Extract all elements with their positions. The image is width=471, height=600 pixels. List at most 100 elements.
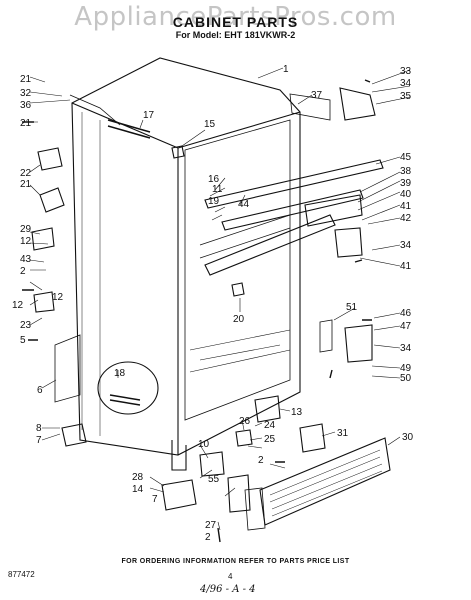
callout-40: 40 [400, 189, 412, 200]
callout-28: 28 [132, 472, 144, 483]
cabinet-liner-floor [189, 329, 291, 373]
motor-14 [161, 479, 197, 511]
bracket-29 [31, 227, 55, 251]
handwritten-note: 4/96 - A - 4 [200, 584, 256, 595]
callout-23: 23 [20, 320, 32, 331]
callout-45: 45 [400, 152, 412, 163]
callout-44: 44 [238, 199, 250, 210]
switch-12 [33, 291, 55, 313]
bracket-31 [299, 423, 326, 453]
callout-50: 50 [400, 373, 412, 384]
callout-16: 16 [208, 174, 220, 185]
callout-51: 51 [346, 302, 358, 313]
callout-22: 22 [20, 168, 32, 179]
callout-41a: 41 [400, 201, 412, 212]
callout-31: 31 [337, 428, 349, 439]
callout-1: 1 [283, 64, 289, 75]
callout-19: 19 [208, 196, 220, 207]
callout-32: 32 [20, 88, 32, 99]
callout-49: 49 [400, 363, 412, 374]
callout-55: 55 [208, 474, 220, 485]
callout-24: 24 [264, 420, 276, 431]
callout-6: 6 [37, 385, 43, 396]
callout-14: 14 [132, 484, 144, 495]
callout-38: 38 [400, 166, 412, 177]
rail-38 [221, 189, 364, 231]
callout-35: 35 [400, 91, 412, 102]
thermostat-knob [39, 187, 65, 213]
callout-34c: 34 [400, 343, 412, 354]
callout-10: 10 [198, 439, 210, 450]
rail-mullion [204, 214, 336, 276]
hinge-middle [334, 227, 363, 258]
bracket-27 [227, 474, 251, 513]
diagram-title: CABINET PARTS [172, 14, 299, 30]
callout-21b: 21 [20, 118, 32, 129]
callout-27: 27 [205, 520, 217, 531]
screws [22, 79, 372, 543]
inset-circle-18 [97, 361, 159, 415]
site-watermark: AppliancePartsPros.com [74, 2, 397, 32]
callout-12b: 12 [12, 300, 24, 311]
document-id: 877472 [8, 570, 35, 579]
callout-43: 43 [20, 254, 32, 265]
callout-30: 30 [402, 432, 414, 443]
callout-29: 29 [20, 224, 32, 235]
callout-13: 13 [291, 407, 303, 418]
callout-7a: 7 [36, 435, 42, 446]
callout-15: 15 [204, 119, 216, 130]
rail-45 [204, 159, 384, 209]
cabinet-top-edge [177, 111, 301, 149]
callout-41b: 41 [400, 261, 412, 272]
callout-17: 17 [143, 110, 155, 121]
damper-10 [199, 451, 225, 477]
callout-36: 36 [20, 100, 32, 111]
wire-harness-36 [69, 94, 121, 126]
callout-46: 46 [400, 308, 412, 319]
leader-lines [29, 67, 411, 531]
fuse-18 [109, 394, 141, 406]
hinge-plate-37 [289, 93, 331, 121]
callout-20: 20 [233, 314, 245, 325]
relay-8 [61, 423, 87, 447]
divider-40 [304, 194, 363, 227]
callout-47: 47 [400, 321, 412, 332]
knob-15 [171, 145, 185, 159]
callout-18: 18 [114, 368, 126, 379]
knob-20 [231, 282, 245, 297]
clip-26 [235, 429, 253, 447]
callout-7b: 7 [152, 494, 158, 505]
callout-2c: 2 [258, 455, 264, 466]
callout-21a: 21 [20, 74, 32, 85]
callout-11: 11 [212, 184, 223, 195]
callout-34b: 34 [400, 240, 412, 251]
callout-12c: 12 [52, 292, 64, 303]
callout-labels: 1 15 17 33 34 35 37 45 38 39 40 41 42 34… [12, 64, 414, 543]
thermostat-22 [37, 147, 63, 171]
callout-25: 25 [264, 434, 276, 445]
callout-12a: 12 [20, 236, 32, 247]
page-number: 4 [228, 572, 233, 581]
callout-2a: 2 [20, 266, 26, 277]
cabinet-inner-back [184, 119, 291, 421]
callout-42: 42 [400, 213, 412, 224]
grille-end [244, 487, 266, 531]
callout-5: 5 [20, 335, 26, 346]
harness-17 [107, 119, 151, 139]
grille-30 [259, 437, 391, 526]
rail-inner-bar [199, 214, 291, 259]
callout-26: 26 [239, 416, 251, 427]
callout-8: 8 [36, 423, 42, 434]
cabinet-shell [71, 57, 301, 456]
bracket-13 [254, 395, 281, 423]
model-line: For Model: EHT 181VKWR-2 [175, 30, 296, 40]
panel-6 [54, 334, 81, 403]
cabinet-side-seam [81, 112, 101, 436]
ordering-note: FOR ORDERING INFORMATION REFER TO PARTS … [121, 558, 350, 565]
callout-34a: 34 [400, 78, 412, 89]
callout-37: 37 [311, 90, 323, 101]
bracket-51 [319, 319, 333, 353]
hinge-bottom-47 [344, 324, 373, 363]
